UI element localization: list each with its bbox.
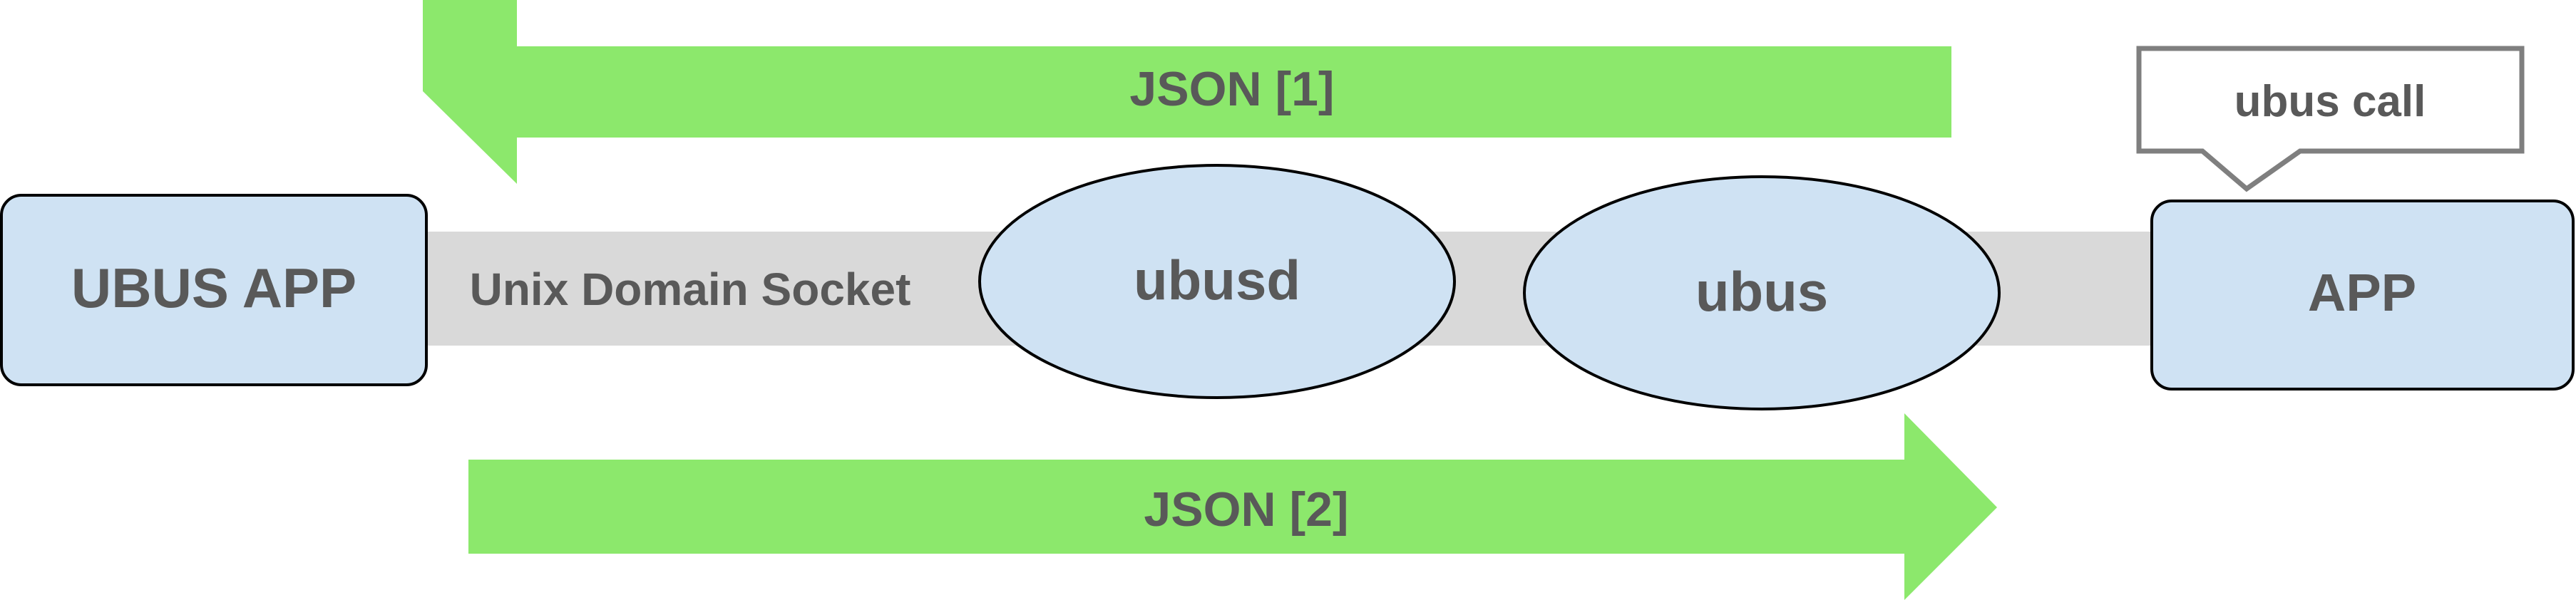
json-2-label: JSON [2]	[1144, 482, 1348, 537]
app-label: APP	[2308, 263, 2416, 322]
ubus-app-label: UBUS APP	[71, 257, 356, 319]
ubus-call-label: ubus call	[2234, 77, 2426, 126]
app-node	[2150, 200, 2575, 390]
json-1-label: JSON [1]	[1129, 62, 1334, 116]
ubus-call-callout	[2136, 46, 2525, 192]
ubus-app-node	[0, 194, 428, 386]
json-1-arrow	[423, 0, 1951, 184]
ubus-node	[1523, 175, 2001, 410]
ubusd-node	[978, 164, 1456, 399]
unix-domain-socket-label: Unix Domain Socket	[470, 264, 911, 315]
ubusd-label: ubusd	[1134, 249, 1300, 311]
json-2-arrow	[468, 413, 1997, 600]
ubus-label: ubus	[1695, 260, 1828, 323]
